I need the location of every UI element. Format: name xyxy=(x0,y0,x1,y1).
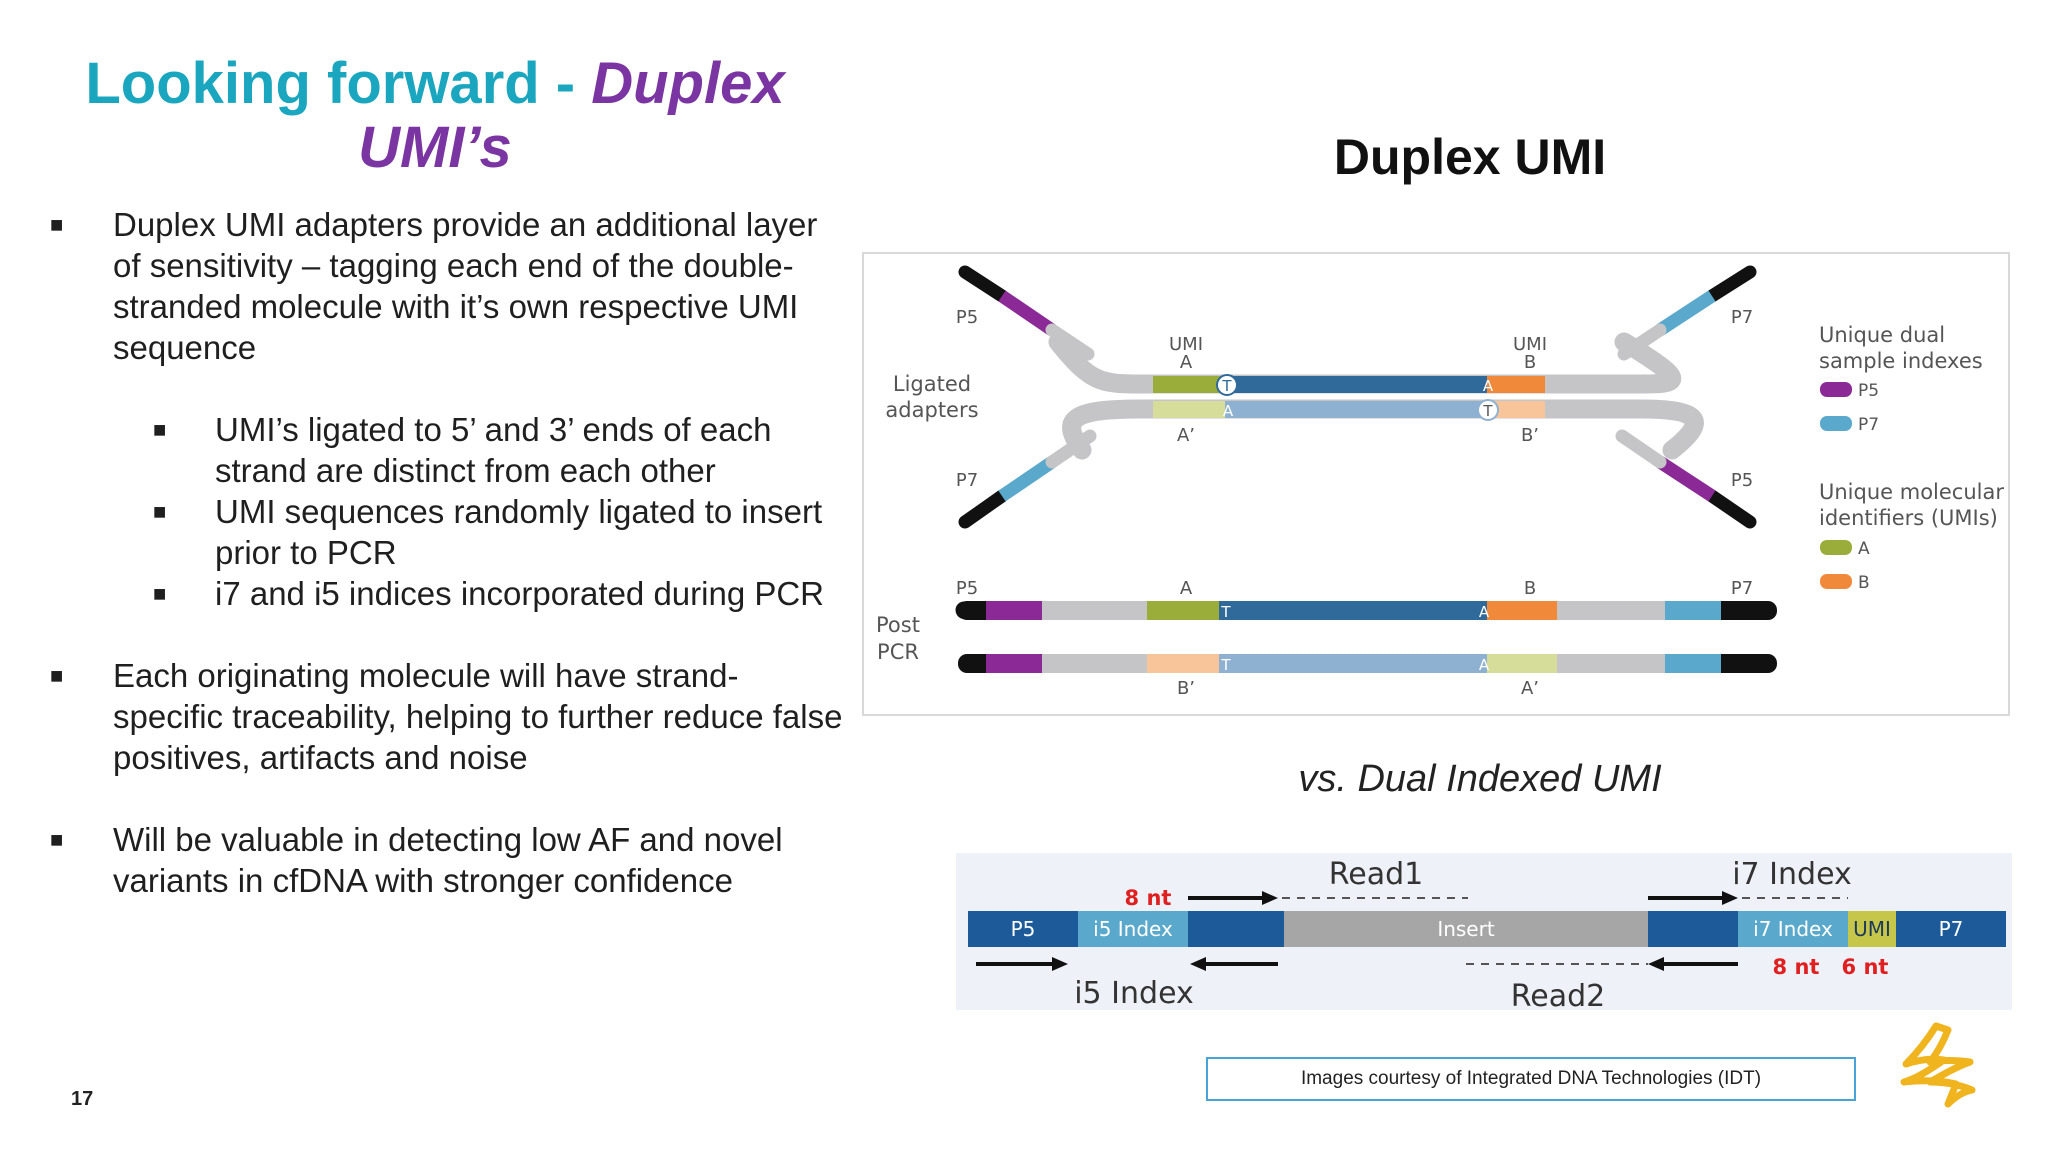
dual-indexed-diagram: P5 i5 Index Insert i7 Index UMI P7 Read1… xyxy=(956,853,2012,1012)
svg-text:Ligated: Ligated xyxy=(893,372,971,396)
company-logo-icon xyxy=(1900,1022,1976,1108)
svg-text:T: T xyxy=(1220,603,1231,621)
title-main: Looking forward - xyxy=(85,51,592,116)
svg-text:Read1: Read1 xyxy=(1329,857,1423,892)
bullet-square-icon: ■ xyxy=(153,581,167,606)
svg-text:Unique molecular: Unique molecular xyxy=(1819,480,2004,504)
image-credit: Images courtesy of Integrated DNA Techno… xyxy=(1206,1057,1856,1101)
adapter-top-right xyxy=(1617,265,1757,361)
bullet-square-icon: ■ xyxy=(153,417,167,442)
svg-text:8 nt: 8 nt xyxy=(1773,955,1820,979)
svg-text:adapters: adapters xyxy=(885,398,978,422)
svg-text:B: B xyxy=(1858,573,1870,593)
adapter-top-left xyxy=(958,265,1095,361)
svg-text:sample indexes: sample indexes xyxy=(1819,349,1983,373)
bullet-item: ■Will be valuable in detecting low AF an… xyxy=(50,821,783,899)
svg-text:T: T xyxy=(1220,656,1231,674)
svg-text:P7: P7 xyxy=(1731,307,1753,328)
svg-text:B’: B’ xyxy=(1521,425,1539,446)
svg-text:B’: B’ xyxy=(1177,678,1195,699)
svg-text:P7: P7 xyxy=(1858,415,1879,435)
sub-bullet-item: ■UMI’s ligated to 5’ and 3’ ends of each… xyxy=(153,411,772,489)
svg-text:Unique dual: Unique dual xyxy=(1819,323,1945,347)
bullet-square-icon: ■ xyxy=(50,663,64,688)
bullet-item: ■Each originating molecule will have str… xyxy=(50,657,843,776)
svg-text:P7: P7 xyxy=(1939,917,1964,941)
svg-text:A: A xyxy=(1180,352,1193,373)
svg-text:UMI: UMI xyxy=(1169,334,1203,355)
svg-text:Post: Post xyxy=(876,613,920,637)
duplex-umi-heading: Duplex UMI xyxy=(1333,129,1607,185)
svg-text:T: T xyxy=(1221,377,1232,395)
svg-text:identifiers (UMIs): identifiers (UMIs) xyxy=(1819,506,1998,530)
svg-text:A: A xyxy=(1858,539,1870,559)
title-accent-line2: UMI’s xyxy=(358,115,512,180)
svg-text:i5 Index: i5 Index xyxy=(1074,976,1194,1011)
svg-text:UMI: UMI xyxy=(1513,334,1547,355)
post-pcr-strand-bottom-final: T A xyxy=(958,654,1777,674)
svg-text:A’: A’ xyxy=(1177,425,1195,446)
bullet-square-icon: ■ xyxy=(50,212,64,237)
svg-text:T: T xyxy=(1482,402,1493,420)
bullet-item: ■Duplex UMI adapters provide an addition… xyxy=(50,206,818,366)
svg-text:P5: P5 xyxy=(1731,470,1753,491)
svg-text:P5: P5 xyxy=(956,578,978,599)
svg-text:i5 Index: i5 Index xyxy=(1093,917,1173,941)
svg-text:Insert: Insert xyxy=(1437,917,1495,941)
svg-text:A: A xyxy=(1479,656,1490,674)
svg-text:8 nt: 8 nt xyxy=(1125,886,1172,910)
dual-indexed-heading: vs. Dual Indexed UMI xyxy=(1298,758,1662,800)
svg-text:P5: P5 xyxy=(1011,917,1036,941)
duplex-umi-diagram: T A T A P5 P7 P7 P5 UMI A UMI B A’ B’ xyxy=(862,252,2010,716)
slide-title: Looking forward - Duplex UMI’s xyxy=(40,52,830,180)
svg-text:P7: P7 xyxy=(1731,578,1753,599)
post-pcr-strand-top-final: T A xyxy=(958,601,1777,621)
svg-text:A: A xyxy=(1483,377,1494,395)
svg-text:A: A xyxy=(1180,578,1193,599)
svg-text:PCR: PCR xyxy=(877,640,919,664)
svg-text:A: A xyxy=(1223,402,1234,420)
svg-text:A: A xyxy=(1479,603,1490,621)
svg-text:P5: P5 xyxy=(1858,381,1879,401)
page-number: 17 xyxy=(71,1088,94,1110)
sub-bullet-item: ■i7 and i5 indices incorporated during P… xyxy=(153,575,825,612)
svg-text:UMI: UMI xyxy=(1853,917,1891,941)
ligated-top-strand: T A xyxy=(1048,332,1682,396)
svg-text:P5: P5 xyxy=(956,307,978,328)
title-accent: Duplex xyxy=(591,51,785,116)
svg-text:Read2: Read2 xyxy=(1511,979,1605,1012)
bullet-list: ■Duplex UMI adapters provide an addition… xyxy=(44,204,844,901)
adapter-bottom-left xyxy=(958,429,1097,529)
adapter-bottom-right xyxy=(1615,429,1757,529)
svg-text:i7 Index: i7 Index xyxy=(1753,917,1833,941)
duplex-legend: Unique dual sample indexes P5 P7 Unique … xyxy=(1819,323,2004,593)
svg-text:6 nt: 6 nt xyxy=(1842,955,1889,979)
svg-text:A’: A’ xyxy=(1521,678,1539,699)
sub-bullet-item: ■UMI sequences randomly ligated to inser… xyxy=(153,493,823,571)
svg-text:P7: P7 xyxy=(956,470,978,491)
bullet-square-icon: ■ xyxy=(50,827,64,852)
bullet-square-icon: ■ xyxy=(153,499,167,524)
svg-text:B: B xyxy=(1524,578,1536,599)
svg-text:i7 Index: i7 Index xyxy=(1732,857,1852,892)
svg-text:B: B xyxy=(1524,352,1536,373)
ligated-bottom-strand: T A xyxy=(1062,399,1704,460)
